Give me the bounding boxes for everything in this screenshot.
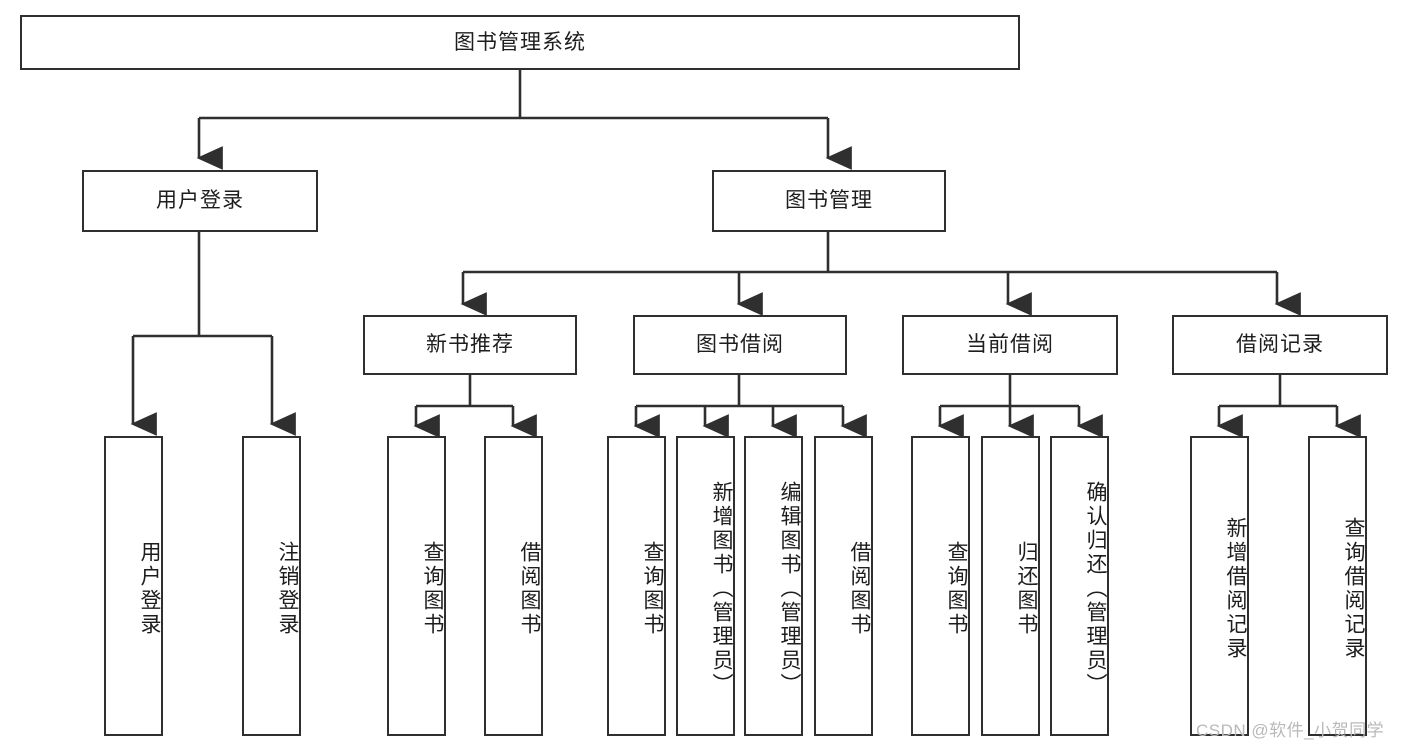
node-leaf-logout-label: 注销登录 <box>276 541 299 637</box>
node-leaf-query-book-new-label: 查询图书 <box>421 541 444 637</box>
node-book-borrow[interactable]: 图书借阅 <box>633 315 847 375</box>
node-root[interactable]: 图书管理系统 <box>20 15 1020 70</box>
node-new-book-recommend[interactable]: 新书推荐 <box>363 315 577 375</box>
node-current-borrow-label: 当前借阅 <box>966 333 1054 357</box>
node-leaf-return-book-label: 归还图书 <box>1015 541 1038 637</box>
node-leaf-edit-book[interactable]: 编辑图书（管理员） <box>744 436 803 736</box>
node-leaf-query-record[interactable]: 查询借阅记录 <box>1308 436 1367 736</box>
node-leaf-borrow-book-new-label: 借阅图书 <box>518 541 541 637</box>
node-leaf-borrow-book-label: 借阅图书 <box>848 541 871 637</box>
node-leaf-add-record[interactable]: 新增借阅记录 <box>1190 436 1249 736</box>
node-leaf-query-book-current-label: 查询图书 <box>945 541 968 637</box>
node-leaf-add-book-label: 新增图书（管理员） <box>710 481 733 697</box>
node-leaf-query-book-current[interactable]: 查询图书 <box>911 436 970 736</box>
node-leaf-borrow-book-new[interactable]: 借阅图书 <box>484 436 543 736</box>
node-leaf-user-login[interactable]: 用户登录 <box>104 436 163 736</box>
node-new-book-recommend-label: 新书推荐 <box>426 333 514 357</box>
node-leaf-query-book-new[interactable]: 查询图书 <box>387 436 446 736</box>
node-book-manage-label: 图书管理 <box>785 189 873 213</box>
node-book-borrow-label: 图书借阅 <box>696 333 784 357</box>
node-leaf-return-book[interactable]: 归还图书 <box>981 436 1040 736</box>
node-root-label: 图书管理系统 <box>454 30 586 54</box>
csdn-watermark: CSDN @软件_小贺同学 <box>1196 721 1385 740</box>
node-leaf-query-book-borrow[interactable]: 查询图书 <box>607 436 666 736</box>
node-leaf-logout[interactable]: 注销登录 <box>242 436 301 736</box>
node-leaf-query-record-label: 查询借阅记录 <box>1342 517 1365 661</box>
node-leaf-add-record-label: 新增借阅记录 <box>1224 517 1247 661</box>
node-leaf-query-book-borrow-label: 查询图书 <box>641 541 664 637</box>
node-leaf-user-login-label: 用户登录 <box>138 541 161 637</box>
node-book-manage[interactable]: 图书管理 <box>712 170 946 232</box>
node-borrow-record-label: 借阅记录 <box>1236 333 1324 357</box>
node-current-borrow[interactable]: 当前借阅 <box>902 315 1118 375</box>
node-user-login[interactable]: 用户登录 <box>82 170 318 232</box>
node-leaf-confirm-return[interactable]: 确认归还（管理员） <box>1050 436 1109 736</box>
node-leaf-add-book[interactable]: 新增图书（管理员） <box>676 436 735 736</box>
node-leaf-confirm-return-label: 确认归还（管理员） <box>1084 481 1107 697</box>
node-leaf-edit-book-label: 编辑图书（管理员） <box>778 481 801 697</box>
node-user-login-label: 用户登录 <box>156 189 244 213</box>
node-leaf-borrow-book[interactable]: 借阅图书 <box>814 436 873 736</box>
node-borrow-record[interactable]: 借阅记录 <box>1172 315 1388 375</box>
